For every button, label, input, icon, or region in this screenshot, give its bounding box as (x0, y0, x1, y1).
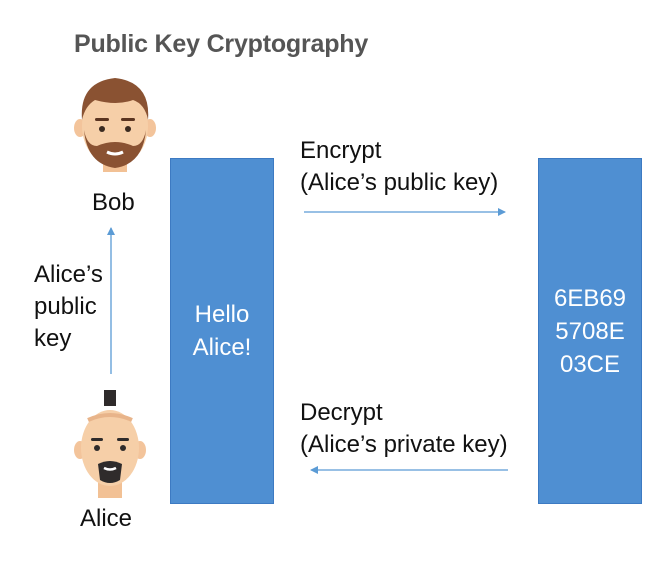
page-title: Public Key Cryptography (74, 30, 369, 58)
key-share-label-line-3: key (34, 325, 72, 352)
bob-avatar-icon (74, 78, 156, 172)
ciphertext-block: 6EB69 5708E 03CE (538, 158, 642, 504)
key-share-label-line-2: public (34, 293, 97, 320)
key-share-label-line-1: Alice’s (34, 261, 103, 288)
alice-name: Alice (80, 505, 133, 532)
plaintext-line-1: Hello (194, 301, 250, 328)
ciphertext-line-1: 6EB69 (553, 284, 627, 312)
ciphertext-line-2: 5708E (555, 317, 625, 345)
plaintext-block: Hello Alice! (170, 158, 274, 504)
encrypt-label: Encrypt (300, 137, 382, 164)
decrypt-key-label: (Alice’s private key) (300, 431, 508, 458)
encrypt-key-label: (Alice’s public key) (300, 169, 499, 196)
decrypt-label: Decrypt (300, 399, 383, 426)
ciphertext-line-3: 03CE (559, 350, 621, 378)
alice-avatar-icon (74, 390, 146, 498)
plaintext-line-2: Alice! (192, 334, 252, 361)
bob-name: Bob (92, 189, 135, 216)
